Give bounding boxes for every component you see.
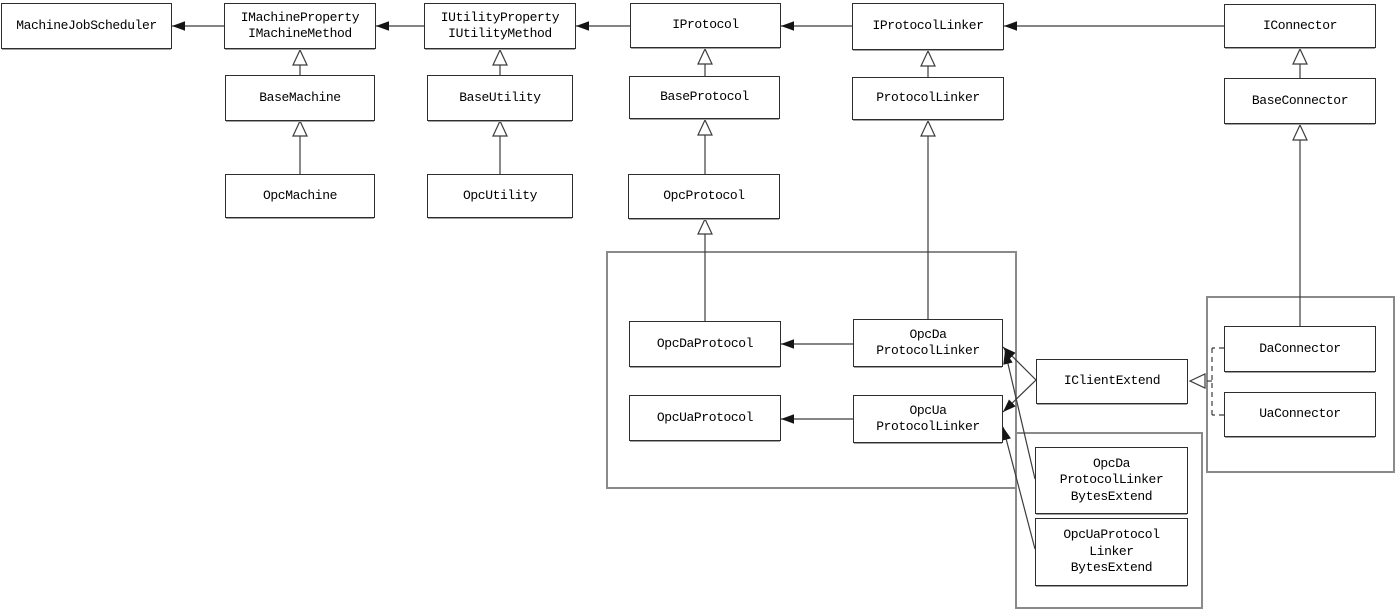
class-box-machine-job-scheduler: MachineJobScheduler [1,3,172,49]
edge-opc-machine-to-base-machine [292,119,308,174]
class-box-i-utility: IUtilityProperty IUtilityMethod [424,3,576,49]
edge-protocol-linker-to-i-protocol-linker [920,49,936,77]
edge-i-protocol-to-i-utility [576,21,630,31]
class-box-base-utility: BaseUtility [427,75,573,121]
class-box-i-machine: IMachineProperty IMachineMethod [224,3,376,49]
class-box-i-protocol-linker: IProtocolLinker [852,3,1004,50]
connector-group [1206,296,1395,473]
opc-protocol-group [606,251,1017,489]
edge-i-connector-to-i-protocol-linker [1004,21,1224,31]
class-box-base-protocol: BaseProtocol [629,76,780,119]
class-box-opc-da-protocol: OpcDaProtocol [629,321,781,367]
class-box-base-machine: BaseMachine [225,75,375,121]
class-box-opc-da-protocol-linker-bytes-extend: OpcDa ProtocolLinker BytesExtend [1035,447,1188,514]
class-box-opc-da-protocol-linker: OpcDa ProtocolLinker [853,319,1003,367]
edge-i-utility-to-i-machine [376,21,424,31]
class-box-protocol-linker: ProtocolLinker [852,77,1004,120]
edge-base-protocol-to-i-protocol [697,47,713,76]
edge-i-machine-to-machine-job-scheduler [172,21,224,31]
class-box-i-protocol: IProtocol [630,3,781,48]
class-box-base-connector: BaseConnector [1224,78,1376,124]
class-box-opc-protocol: OpcProtocol [628,174,780,219]
edge-base-connector-to-i-connector [1292,47,1308,78]
edge-base-utility-to-i-utility [492,48,508,75]
class-box-i-connector: IConnector [1224,4,1376,48]
edge-opc-protocol-to-base-protocol [697,118,713,174]
class-box-i-client-extend: IClientExtend [1036,359,1188,404]
class-box-opc-utility: OpcUtility [427,174,573,218]
class-box-opc-ua-protocol-linker-bytes-extend: OpcUaProtocol Linker BytesExtend [1035,518,1188,586]
class-box-opc-machine: OpcMachine [225,174,375,218]
class-box-da-connector: DaConnector [1224,326,1376,372]
class-box-opc-ua-protocol-linker: OpcUa ProtocolLinker [853,395,1003,443]
class-box-ua-connector: UaConnector [1224,392,1376,437]
edge-i-protocol-linker-to-i-protocol [781,21,852,31]
edge-base-machine-to-i-machine [292,48,308,75]
edge-opc-utility-to-base-utility [492,119,508,174]
class-box-opc-ua-protocol: OpcUaProtocol [629,395,781,441]
